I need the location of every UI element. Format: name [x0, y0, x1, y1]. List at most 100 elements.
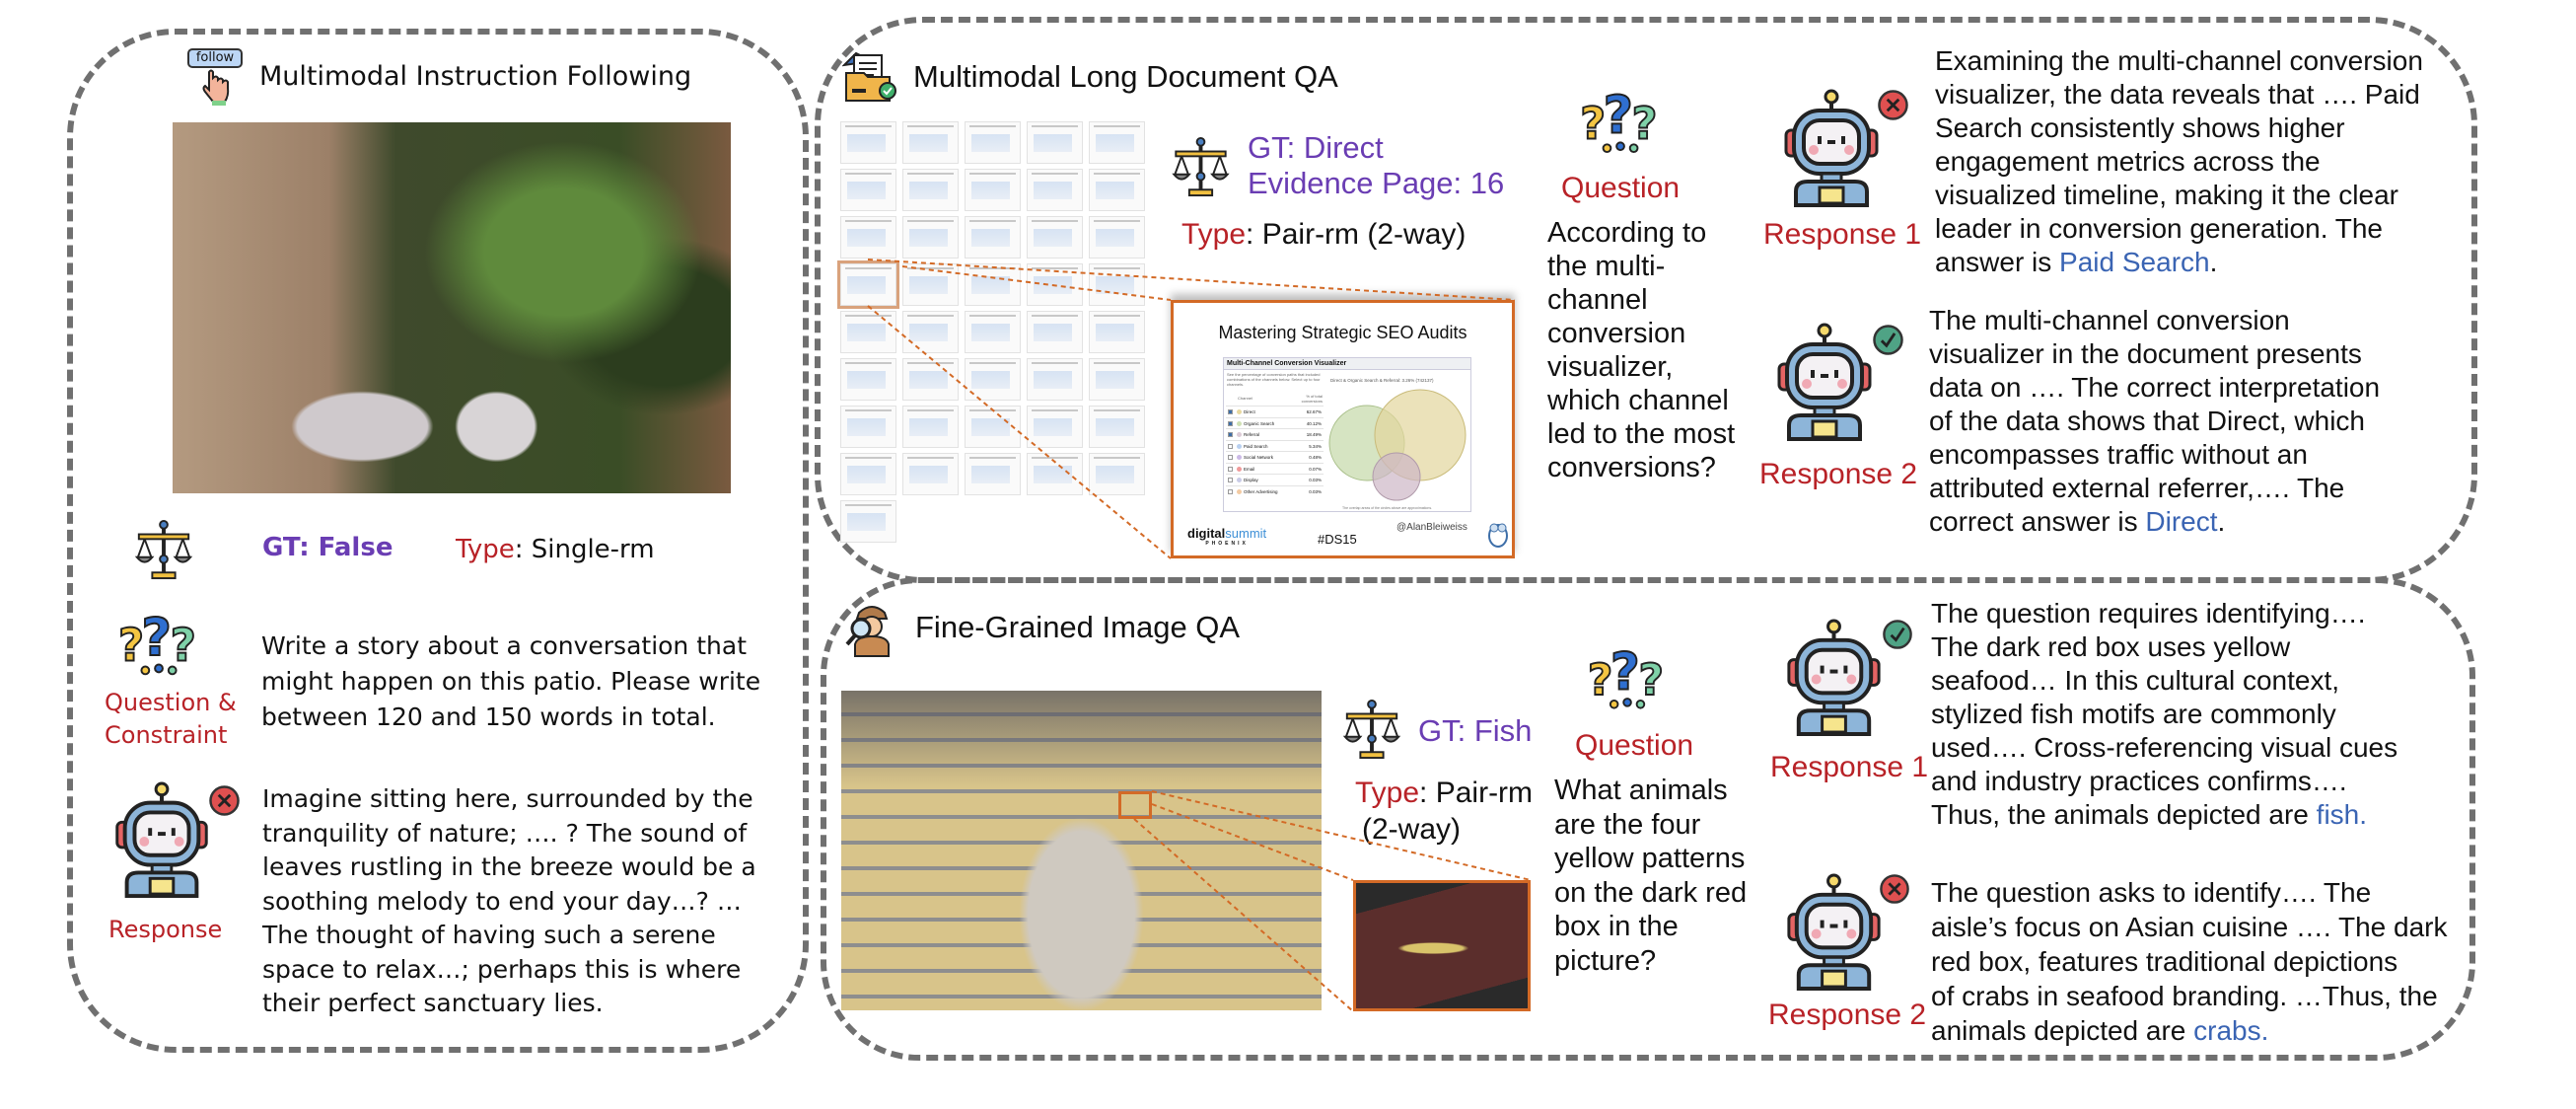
scale-icon [1342, 699, 1401, 760]
channel-swatch [1237, 488, 1242, 494]
response-label: Response [108, 916, 223, 943]
text-line: visualized timeline, making it the clear [1935, 180, 2398, 210]
long-document-qa-title: Multimodal Long Document QA [913, 59, 1338, 94]
text-line: picture? [1554, 944, 1657, 977]
document-page-thumbnails [837, 121, 1145, 543]
page-thumbnail [1027, 169, 1083, 211]
venn-label: Direct & Organic Search & Referral: 3.26… [1330, 378, 1434, 383]
text-prefix: animals depicted are [1931, 1015, 2194, 1046]
text-line: visualizer, the data reveals that …. Pai… [1935, 79, 2420, 110]
text-line: the multi- [1547, 251, 1666, 282]
channel-pct: 5.34% [1309, 443, 1322, 449]
page-thumbnail [1089, 358, 1145, 401]
channel-pct: 0.07% [1309, 466, 1322, 472]
channel-name: Referral [1244, 432, 1260, 437]
type-value-cont: (2-way) [1362, 813, 1462, 846]
page-thumbnail [840, 121, 896, 164]
text-prefix: correct answer is [1929, 506, 2146, 537]
visualizer-description: See the percentage of conversion paths t… [1227, 372, 1321, 387]
evidence-page-label: Evidence Page: 16 [1248, 166, 1505, 200]
question-marks-icon [1578, 91, 1665, 154]
text-line: According to [1547, 217, 1707, 249]
text-line: Imagine sitting here, surrounded by the [262, 784, 753, 813]
correct-icon [1882, 619, 1913, 650]
text-line: their perfect sanctuary lies. [262, 989, 604, 1017]
channel-swatch [1237, 432, 1242, 437]
response-2-label: Response 2 [1759, 458, 1918, 490]
channel-name: Social Network [1244, 455, 1274, 460]
text-line: data on …. The correct interpretation [1929, 372, 2381, 403]
text-line: encompasses traffic without an [1929, 439, 2308, 470]
question-label: Question [1575, 729, 1694, 762]
channel-pct: 0.03% [1309, 478, 1322, 482]
text-line: Thus, the animals depicted are fish. [1931, 799, 2367, 831]
question-marks-icon [1586, 647, 1671, 710]
visualizer-title: Multi-Channel Conversion Visualizer [1224, 358, 1470, 370]
text-prefix: Thus, the animals depicted are [1931, 799, 2317, 830]
text-line: The question asks to identify…. The [1931, 877, 2372, 908]
channel-name: Paid Search [1244, 443, 1268, 449]
supermarket-photo [841, 691, 1322, 1010]
zoomed-red-box-crop [1353, 880, 1531, 1011]
channel-checkbox [1228, 466, 1233, 472]
hashtag: #DS15 [1318, 532, 1357, 547]
type-value: : Single-rm [514, 535, 655, 564]
channel-checkbox [1228, 409, 1233, 414]
text-line: Write a story about a conversation that [261, 631, 747, 660]
channel-checkbox [1228, 432, 1233, 437]
channel-checkbox [1228, 478, 1233, 482]
page-thumbnail [1027, 311, 1083, 353]
page-thumbnail [965, 169, 1021, 211]
page-thumbnail [965, 358, 1021, 401]
text-line: attributed external referrer,…. The [1929, 473, 2345, 503]
text-line: visualizer, [1547, 351, 1674, 383]
text-line: The thought of having such a serene [262, 921, 716, 949]
channel-row: Display 0.03% [1226, 474, 1324, 485]
page-thumbnail [840, 500, 896, 543]
text-line: tranquility of nature; …. ? The sound of [262, 818, 748, 848]
channel-swatch [1237, 478, 1242, 482]
gt-label: GT: False [262, 533, 394, 562]
text-line: The question requires identifying…. [1931, 598, 2366, 628]
text-line: engagement metrics across the [1935, 146, 2321, 177]
channel-swatch [1237, 455, 1242, 460]
page-thumbnail [902, 453, 959, 495]
page-thumbnail [1027, 263, 1083, 306]
page-thumbnail [1089, 169, 1145, 211]
zoomed-evidence-slide: Mastering Strategic SEO Audits Multi-Cha… [1171, 300, 1515, 558]
page-thumbnail [965, 453, 1021, 495]
channel-name: Email [1244, 466, 1255, 472]
text-suffix: . [2209, 247, 2218, 277]
answer-highlight: Direct [2145, 506, 2218, 537]
page-thumbnail [1027, 358, 1083, 401]
type-key: Type [1355, 776, 1420, 809]
type-label: Type: Pair-rm (2-way) [1181, 218, 1466, 252]
text-line: The multi-channel conversion [1929, 305, 2290, 335]
page-thumbnail [840, 406, 896, 448]
type-label: Type: Pair-rm [1355, 776, 1533, 810]
evidence-page-thumbnail [837, 260, 899, 309]
channel-swatch [1237, 466, 1242, 472]
venn-circle-referral [1372, 452, 1421, 501]
channel-name: Direct [1244, 409, 1255, 414]
page-thumbnail [840, 453, 896, 495]
channel-swatch [1237, 443, 1242, 449]
document-folder-icon [842, 51, 896, 102]
channel-checkbox [1228, 443, 1233, 449]
channel-name: Display [1244, 478, 1258, 482]
text-line: box in the [1554, 911, 1679, 942]
scale-icon [134, 519, 193, 580]
text-line: visualizer in the document presents [1929, 338, 2362, 369]
text-line: seafood… In this cultural context, [1931, 665, 2339, 696]
text-line: What animals [1554, 775, 1728, 806]
text-line: aisle’s focus on Asian cuisine …. The da… [1931, 912, 2448, 942]
wrong-icon [1877, 89, 1909, 121]
text-line: correct answer is Direct. [1929, 506, 2225, 538]
patio-photo [173, 122, 731, 493]
channel-checkbox [1228, 455, 1233, 460]
page-thumbnail [1027, 121, 1083, 164]
text-line: of the data shows that Direct, which [1929, 406, 2365, 436]
